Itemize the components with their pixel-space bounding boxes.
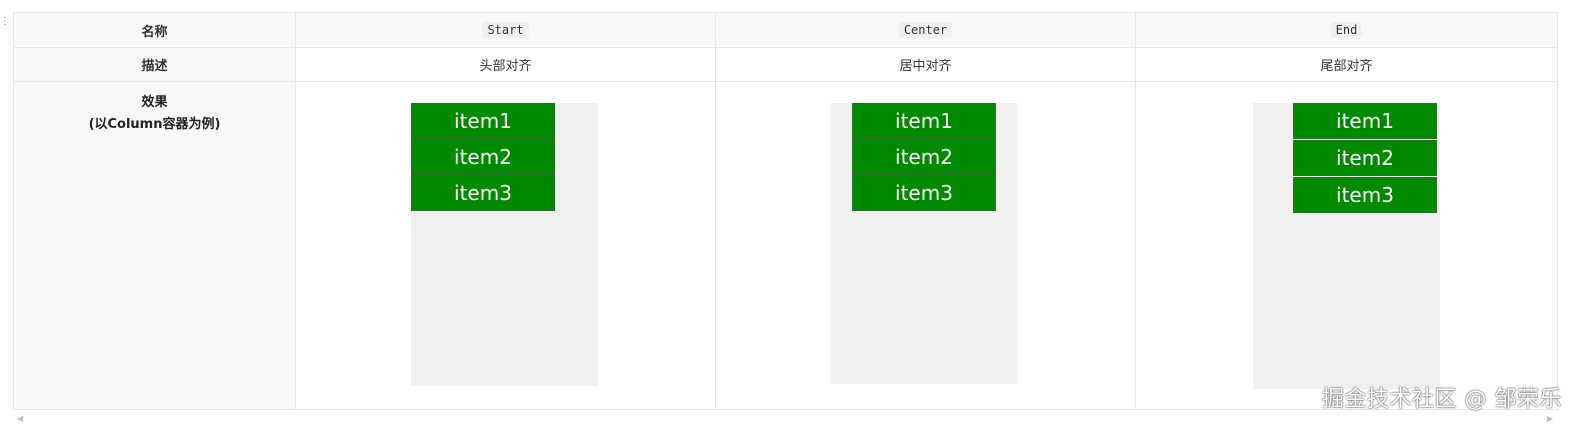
description-start-cell: 头部对齐 — [295, 47, 716, 82]
horizontal-scrollbar[interactable]: ◀ ▶ — [13, 414, 1557, 424]
description-row: 描述 头部对齐 居中对齐 尾部对齐 — [13, 47, 1558, 82]
scroll-right-icon[interactable]: ▶ — [1546, 414, 1553, 423]
end-item-1: item1 — [1293, 103, 1437, 139]
scroll-left-icon[interactable]: ◀ — [17, 414, 24, 423]
description-end-cell: 尾部对齐 — [1135, 47, 1558, 82]
start-item-2: item2 — [411, 139, 555, 175]
center-item-3: item3 — [852, 175, 996, 211]
end-item-2: item2 — [1293, 140, 1437, 176]
header-name-cell: 名称 — [13, 12, 296, 48]
alignment-table: 名称 Start Center End 描述 头部对齐 居中对齐 尾部对齐 效果… — [13, 12, 1558, 410]
effect-label-cell: 效果 (以Column容器为例) — [13, 81, 296, 410]
effect-center-cell: item1 item2 item3 — [715, 81, 1136, 410]
center-code-label: Center — [898, 22, 953, 38]
center-item-2: item2 — [852, 139, 996, 175]
effect-row: 效果 (以Column容器为例) item1 item2 item3 item1… — [13, 81, 1558, 410]
drag-handle-icon[interactable]: ⋮ — [0, 16, 10, 27]
effect-end-cell: item1 item2 item3 — [1135, 81, 1558, 410]
header-center-cell: Center — [715, 12, 1136, 48]
watermark-text: 掘金技术社区 @ 邹荣乐 — [1322, 387, 1562, 412]
effect-label: 效果 (以Column容器为例) — [14, 92, 295, 136]
description-center-cell: 居中对齐 — [715, 47, 1136, 82]
effect-start-cell: item1 item2 item3 — [295, 81, 716, 410]
center-item-1: item1 — [852, 103, 996, 139]
effect-label-subtitle: (以Column容器为例) — [88, 117, 221, 132]
start-code-label: Start — [482, 22, 529, 38]
effect-label-title: 效果 — [141, 95, 168, 110]
end-code-label: End — [1330, 22, 1363, 38]
start-item-3: item3 — [411, 175, 555, 211]
start-column-container: item1 item2 item3 — [411, 103, 598, 386]
end-item-3: item3 — [1293, 177, 1437, 213]
header-start-cell: Start — [295, 12, 716, 48]
start-item-1: item1 — [411, 103, 555, 139]
center-column-container: item1 item2 item3 — [831, 103, 1017, 384]
header-end-cell: End — [1135, 12, 1558, 48]
end-column-container: item1 item2 item3 — [1253, 103, 1440, 389]
table-header-row: 名称 Start Center End — [13, 12, 1558, 48]
description-label-cell: 描述 — [13, 47, 296, 82]
